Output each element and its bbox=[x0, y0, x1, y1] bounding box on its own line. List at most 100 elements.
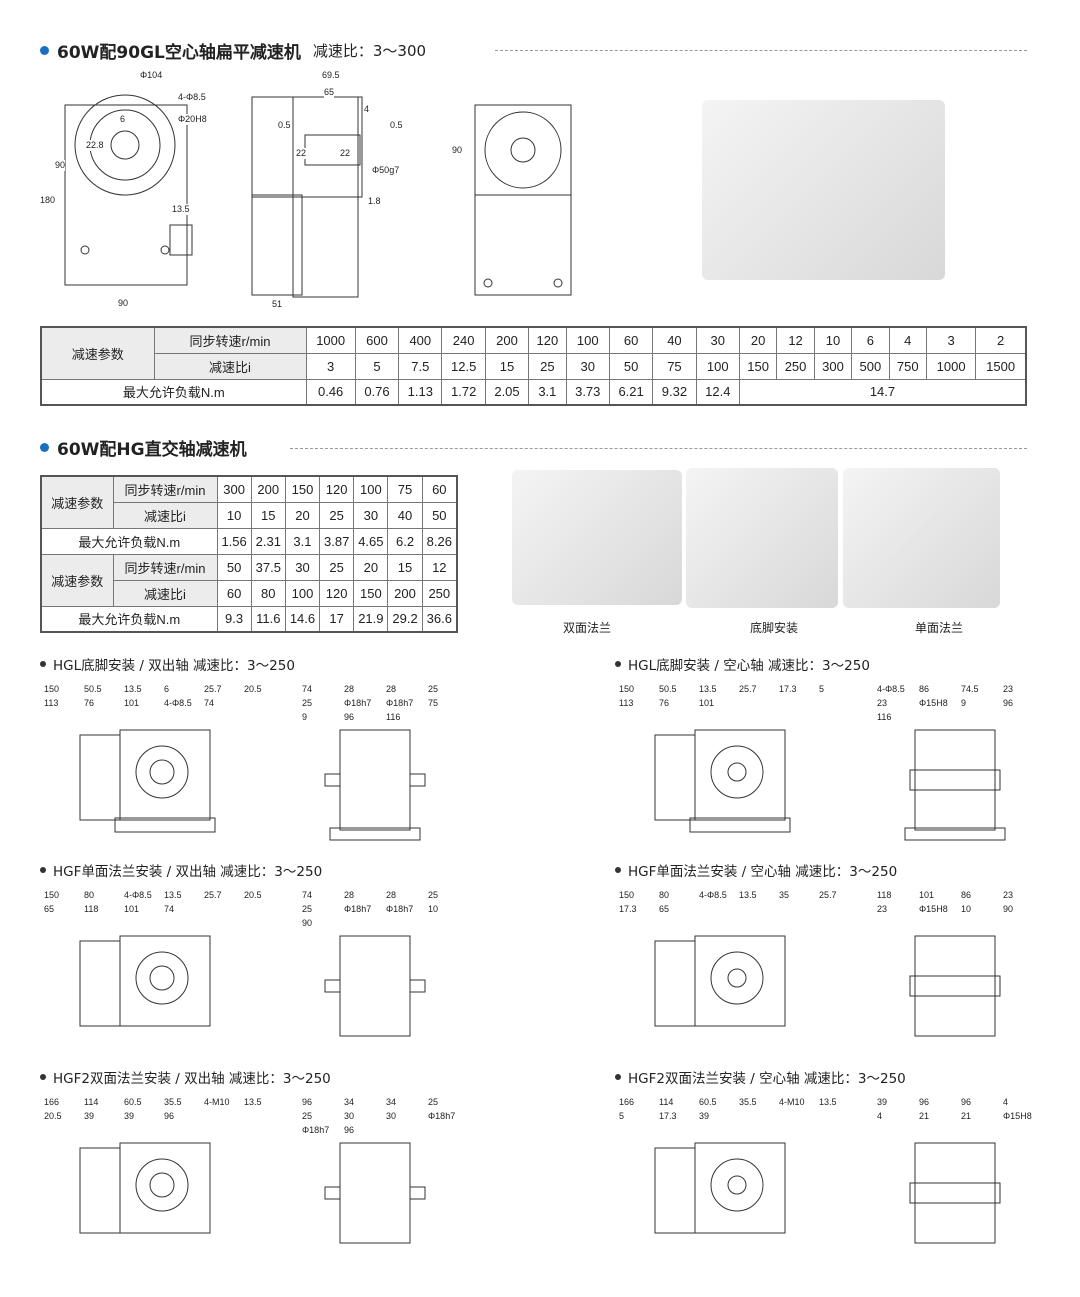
cell: 12.5 bbox=[441, 352, 486, 380]
dim-label: 180 bbox=[40, 195, 56, 206]
dim-label: 4-Φ8.5 bbox=[178, 92, 206, 103]
cell: 17 bbox=[319, 605, 355, 633]
dim-label: Φ104 bbox=[140, 70, 163, 81]
dim-label: 13.5 bbox=[739, 890, 757, 901]
cell: 40 bbox=[387, 501, 423, 529]
dim-label: 4 bbox=[877, 1111, 883, 1122]
cell: 2.31 bbox=[250, 527, 286, 555]
hg-technical-drawing bbox=[79, 935, 426, 1037]
dim-label: 17.3 bbox=[619, 904, 637, 915]
dim-label: 101 bbox=[124, 904, 140, 915]
speed-label: 同步转速r/min bbox=[153, 326, 307, 354]
dim-label: Φ18h7 bbox=[428, 1111, 456, 1122]
cell: 240 bbox=[441, 326, 486, 354]
dim-label: 4-Φ8.5 bbox=[877, 684, 905, 695]
cell: 40 bbox=[652, 326, 697, 354]
dim-label: 22 bbox=[340, 148, 351, 159]
dim-label: 90 bbox=[118, 298, 129, 309]
photo-caption: 底脚安装 bbox=[750, 621, 799, 635]
dim-label: 9 bbox=[961, 698, 967, 709]
dim-label: 25 bbox=[302, 1111, 313, 1122]
bullet-icon bbox=[615, 1074, 621, 1080]
dim-label: 114 bbox=[84, 1097, 99, 1108]
cell: 4 bbox=[888, 326, 927, 354]
dim-label: 96 bbox=[1003, 698, 1014, 709]
cell: 1.13 bbox=[398, 378, 443, 406]
cell: 3 bbox=[305, 352, 356, 380]
cell: 15 bbox=[387, 553, 423, 581]
dim-label: 86 bbox=[919, 684, 930, 695]
dim-label: 150 bbox=[44, 890, 60, 901]
dim-label: 39 bbox=[877, 1097, 888, 1108]
section-ratio: 减速比：3～300 bbox=[312, 42, 427, 60]
hg-technical-drawing bbox=[79, 729, 426, 841]
dim-label: 4-Φ8.5 bbox=[124, 890, 152, 901]
dim-label: 25 bbox=[302, 904, 313, 915]
gearbox-side bbox=[914, 729, 996, 831]
dim-label: 35 bbox=[779, 890, 790, 901]
dim-label: 118 bbox=[877, 890, 892, 901]
motor-body bbox=[654, 940, 696, 1027]
cell: 25 bbox=[528, 352, 567, 380]
dim-label: 74 bbox=[302, 890, 313, 901]
photo-single-flange bbox=[843, 468, 1000, 608]
cell: 12.4 bbox=[695, 378, 740, 406]
cell: 20 bbox=[284, 501, 321, 529]
dim-label: Φ18h7 bbox=[302, 1125, 330, 1136]
dim-label: 113 bbox=[44, 698, 59, 709]
gearbox-front bbox=[694, 1142, 786, 1234]
dim-label: 17.3 bbox=[659, 1111, 677, 1122]
dim-label: 0.5 bbox=[390, 120, 403, 131]
section-title: 60W配90GL空心轴扁平减速机 bbox=[57, 43, 301, 63]
photo-foot-mount bbox=[686, 468, 838, 608]
dim-label: 6 bbox=[120, 114, 126, 125]
dim-label: 13.5 bbox=[164, 890, 182, 901]
dim-label: 28 bbox=[344, 684, 355, 695]
cell: 20 bbox=[353, 553, 389, 581]
drawing-heading: HGF单面法兰安装 / 双出轴 减速比：3～250 bbox=[40, 860, 322, 880]
cell: 37.5 bbox=[250, 553, 286, 581]
gearbox-side bbox=[914, 935, 996, 1037]
cell: 30 bbox=[353, 501, 389, 529]
drawing-heading: HGF2双面法兰安装 / 空心轴 减速比：3～250 bbox=[615, 1067, 906, 1087]
cell: 50 bbox=[608, 352, 654, 380]
motor-body bbox=[79, 1147, 121, 1234]
hg-technical-drawing bbox=[79, 1142, 426, 1244]
cell: 120 bbox=[319, 579, 355, 607]
cell: 75 bbox=[652, 352, 697, 380]
cell: 120 bbox=[528, 326, 567, 354]
gearbox-side bbox=[914, 1142, 996, 1244]
cell: 9.32 bbox=[652, 378, 697, 406]
dim-label: 4-Φ8.5 bbox=[699, 890, 727, 901]
drawing-title: HGF2双面法兰安装 / 双出轴 减速比：3～250 bbox=[53, 1071, 331, 1087]
dim-label: Φ15H8 bbox=[919, 698, 948, 709]
cell: 1000 bbox=[305, 326, 356, 354]
cell: 60 bbox=[608, 326, 654, 354]
load-label: 最大允许负载N.m bbox=[40, 378, 307, 406]
dim-label: 13.5 bbox=[124, 684, 142, 695]
dim-label: 65 bbox=[659, 904, 670, 915]
drawing-title: HGF单面法兰安装 / 双出轴 减速比：3～250 bbox=[53, 864, 323, 880]
dim-label: 25.7 bbox=[204, 890, 222, 901]
cell: 10 bbox=[216, 501, 252, 529]
bullet-icon bbox=[40, 661, 46, 667]
dim-label: 34 bbox=[386, 1097, 397, 1108]
dim-label: Φ18h7 bbox=[344, 698, 372, 709]
cell: 5 bbox=[354, 352, 400, 380]
dim-label: 96 bbox=[302, 1097, 313, 1108]
dim-label: 1.8 bbox=[368, 196, 381, 207]
cell: 15 bbox=[484, 352, 530, 380]
dim-label: 17.3 bbox=[779, 684, 797, 695]
cell: 100 bbox=[695, 352, 740, 380]
dim-label: 39 bbox=[84, 1111, 95, 1122]
dim-label: 25 bbox=[428, 684, 439, 695]
dim-label: 10 bbox=[428, 904, 439, 915]
dim-label: 39 bbox=[699, 1111, 710, 1122]
bullet-icon bbox=[40, 443, 49, 452]
dim-label: 114 bbox=[659, 1097, 674, 1108]
cell: 36.6 bbox=[421, 605, 458, 633]
dim-label: 23 bbox=[877, 698, 888, 709]
dim-label: 6 bbox=[164, 684, 170, 695]
dim-label: 4 bbox=[364, 104, 370, 115]
dim-label: 90 bbox=[452, 145, 463, 156]
